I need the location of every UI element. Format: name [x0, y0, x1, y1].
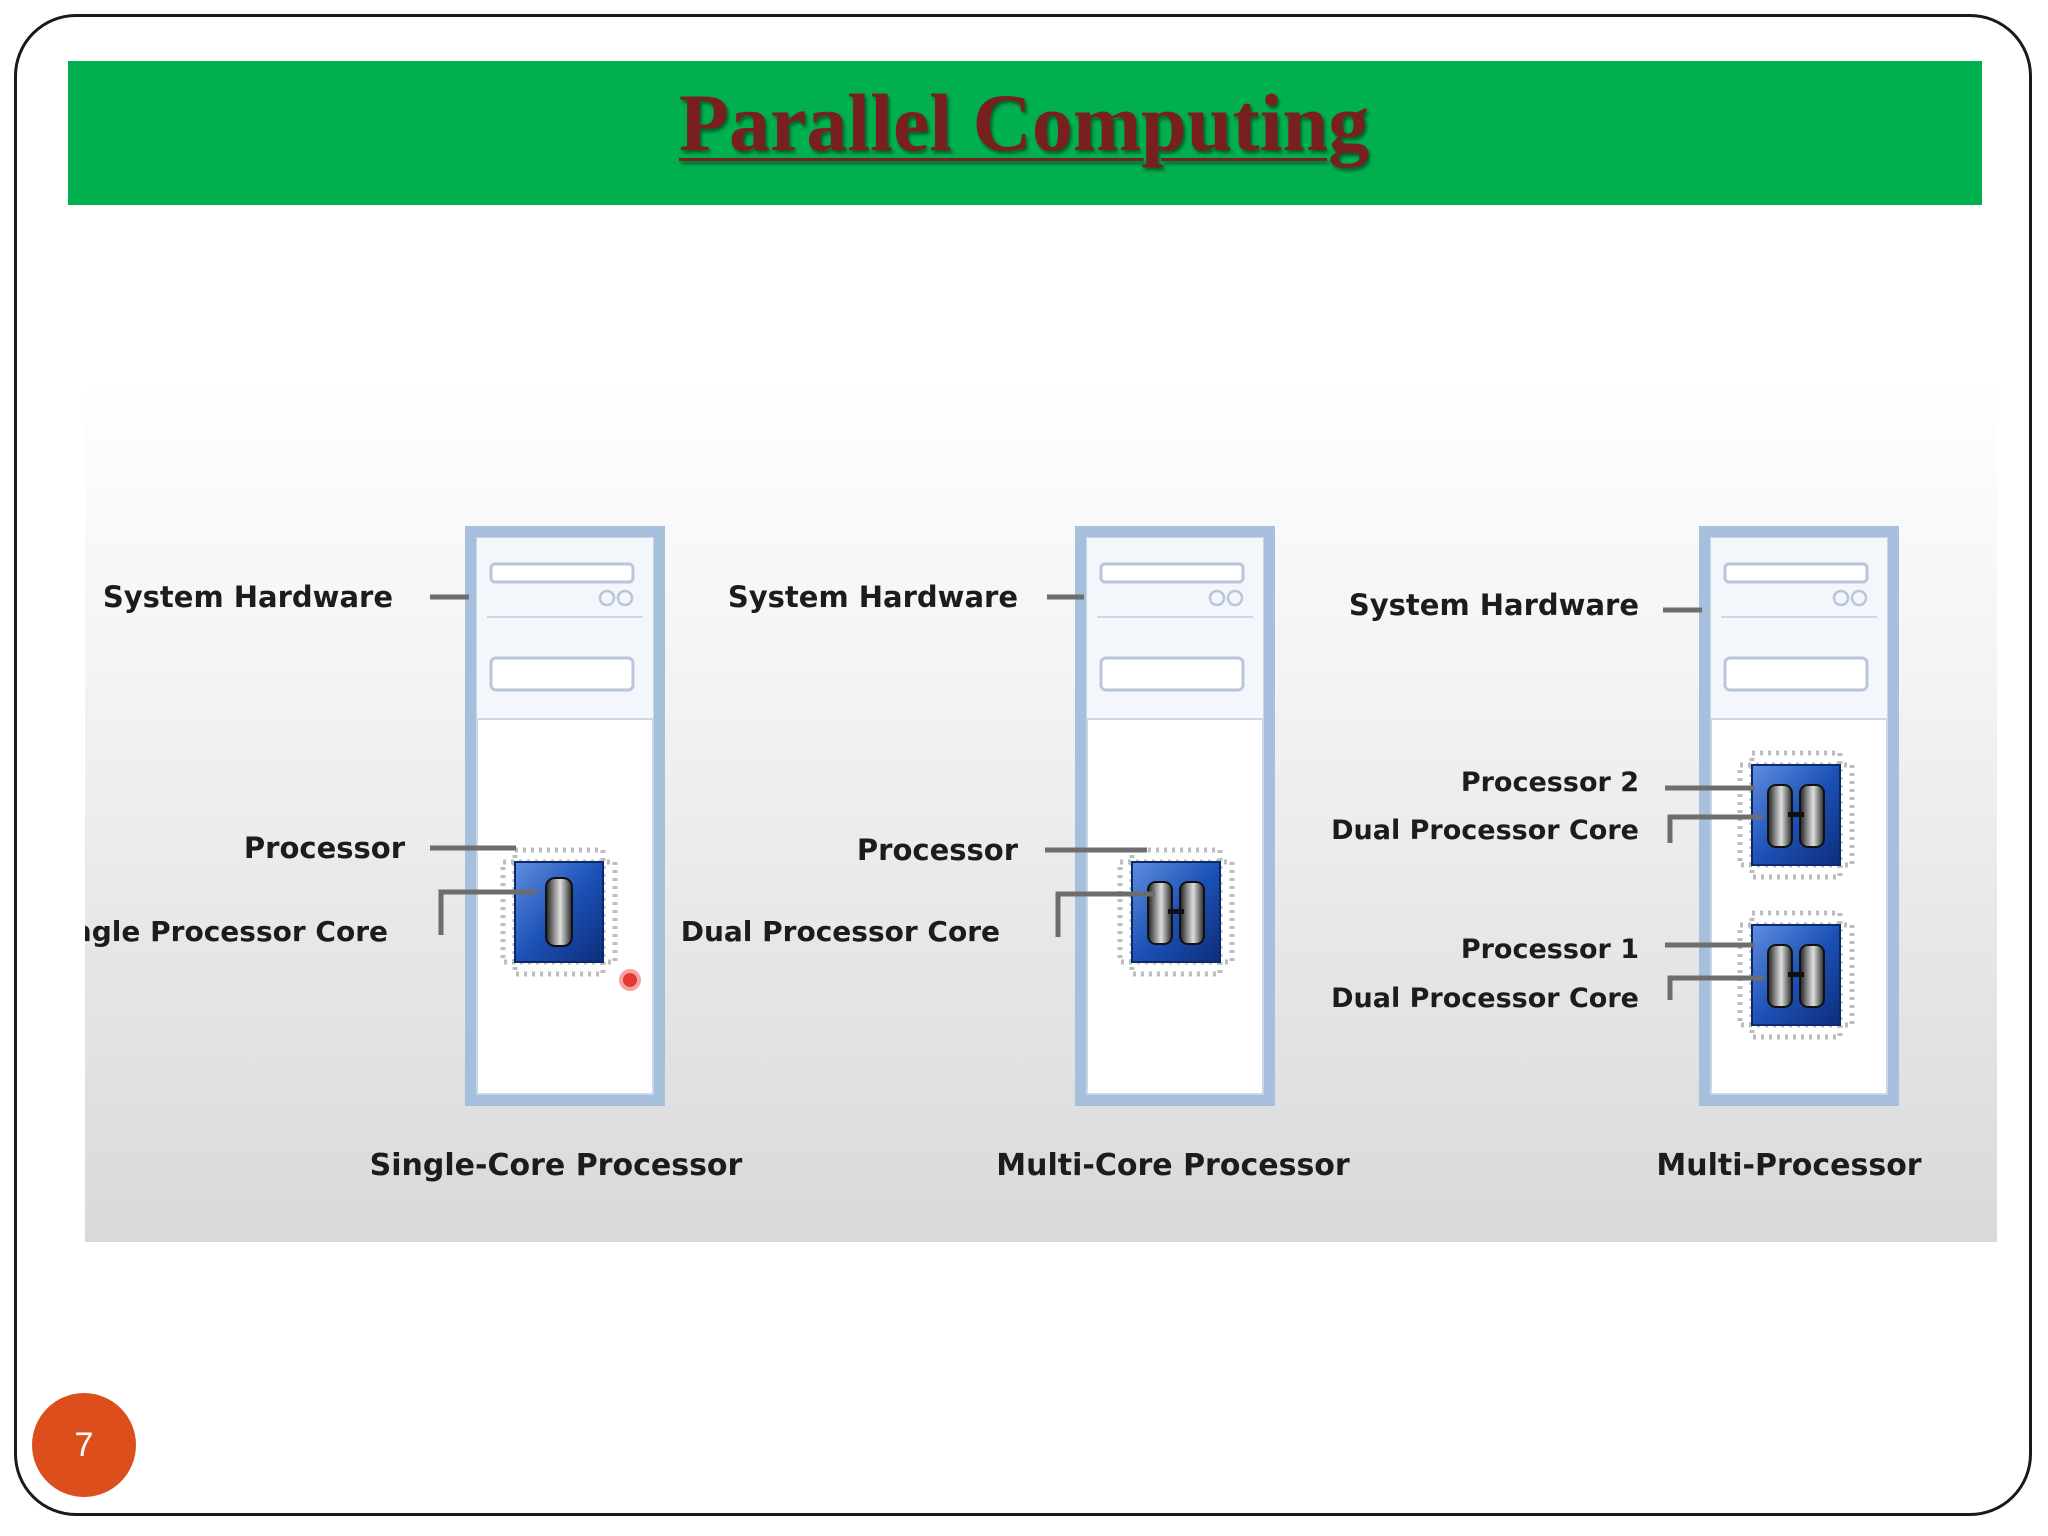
- parallel-computing-diagram: System Hardware Processor Single Process…: [85, 380, 1997, 1242]
- label-system-hardware: System Hardware: [103, 580, 393, 614]
- label-core: Dual Processor Core: [681, 915, 1000, 948]
- tower-multi-core: [1073, 524, 1277, 1108]
- chip-single-core: [503, 850, 615, 974]
- connectors-single-core: [430, 594, 537, 935]
- caption-single-core: Single-Core Processor: [370, 1148, 743, 1183]
- connectors-multi-core: [1045, 594, 1155, 937]
- connectors-multi-processor: [1663, 607, 1763, 1000]
- label-system-hardware: System Hardware: [1349, 588, 1639, 622]
- label-system-hardware: System Hardware: [728, 580, 1018, 614]
- label-processor-1: Processor 1: [1461, 934, 1639, 965]
- chip-multi-core: [1120, 850, 1232, 974]
- label-core-2: Dual Processor Core: [1331, 815, 1639, 846]
- label-core: Single Processor Core: [85, 915, 388, 948]
- title-bar: [68, 61, 1982, 205]
- caption-multi-core: Multi-Core Processor: [996, 1148, 1350, 1183]
- caption-multi-processor: Multi-Processor: [1656, 1148, 1921, 1183]
- slide-title: Parallel Computing: [678, 77, 1370, 168]
- label-processor: Processor: [857, 833, 1019, 867]
- diagram-backdrop: [85, 380, 1997, 1242]
- chip-processor-1: [1740, 913, 1852, 1037]
- label-core-1: Dual Processor Core: [1331, 983, 1639, 1014]
- label-processor-2: Processor 2: [1461, 767, 1639, 798]
- slide-number-badge: 7: [32, 1393, 136, 1497]
- label-processor: Processor: [244, 831, 406, 865]
- tower-single-core: [463, 524, 667, 1108]
- record-indicator-icon: [619, 969, 641, 991]
